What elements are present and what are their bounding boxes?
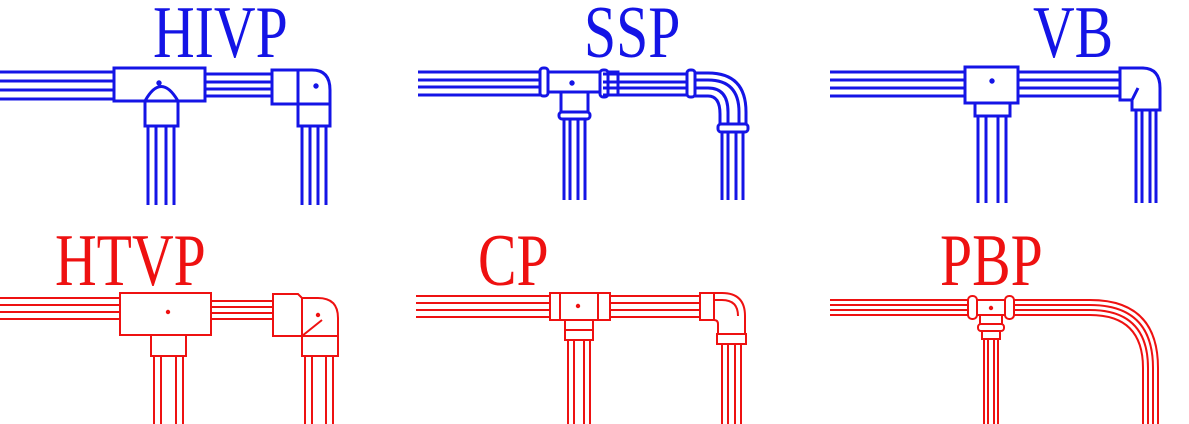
panel-ssp: SSP [410, 0, 790, 212]
vb-branch-pipe [978, 116, 1006, 203]
cp-horizontal-pipe [416, 296, 700, 317]
vb-elbow-fitting [1120, 68, 1160, 110]
ssp-branch-pipe [564, 119, 585, 200]
htvp-riser-pipe [305, 356, 333, 424]
hivp-tee-fitting [114, 68, 205, 126]
label-hivp: HIVP [153, 0, 288, 74]
panel-hivp: HIVP [0, 0, 360, 212]
pbp-tee-fitting [968, 296, 1014, 339]
vb-riser-pipe [1136, 110, 1156, 203]
htvp-tee-fitting [120, 293, 211, 356]
hivp-horizontal-pipe [0, 72, 272, 99]
label-ssp: SSP [584, 0, 681, 74]
label-cp: CP [478, 220, 549, 302]
htvp-elbow-fitting [273, 294, 338, 356]
panel-vb: VB [820, 0, 1189, 212]
hivp-branch-pipe [148, 126, 174, 205]
cp-riser-pipe [722, 344, 741, 424]
hivp-riser-pipe [302, 126, 326, 205]
hivp-elbow-fitting [272, 70, 330, 126]
hivp-pipe-drawing [0, 0, 360, 212]
cp-tee-fitting [550, 293, 610, 340]
panel-cp: CP [410, 212, 790, 424]
ssp-elbow-fitting [687, 70, 748, 132]
vb-pipe-drawing [820, 0, 1189, 212]
pbp-pipe-drawing [820, 212, 1189, 424]
label-vb: VB [1033, 0, 1114, 74]
htvp-pipe-drawing [0, 212, 360, 424]
cp-elbow-fitting [700, 293, 746, 344]
htvp-branch-pipe [154, 356, 183, 424]
cp-pipe-drawing [410, 212, 790, 424]
pbp-horizontal-pipe [830, 300, 968, 315]
pbp-bent-pipe [1014, 300, 1158, 424]
pbp-branch-pipe [984, 339, 998, 424]
cp-branch-pipe [568, 340, 590, 424]
label-htvp: HTVP [55, 220, 206, 302]
panel-pbp: PBP [820, 212, 1189, 424]
ssp-tee-fitting [540, 68, 618, 119]
ssp-riser-pipe [722, 132, 743, 200]
htvp-horizontal-pipe [0, 298, 273, 319]
label-pbp: PBP [940, 220, 1043, 302]
panel-htvp: HTVP [0, 212, 360, 424]
vb-tee-fitting [965, 67, 1018, 116]
vb-horizontal-pipe [830, 72, 1120, 96]
ssp-pipe-drawing [410, 0, 790, 212]
